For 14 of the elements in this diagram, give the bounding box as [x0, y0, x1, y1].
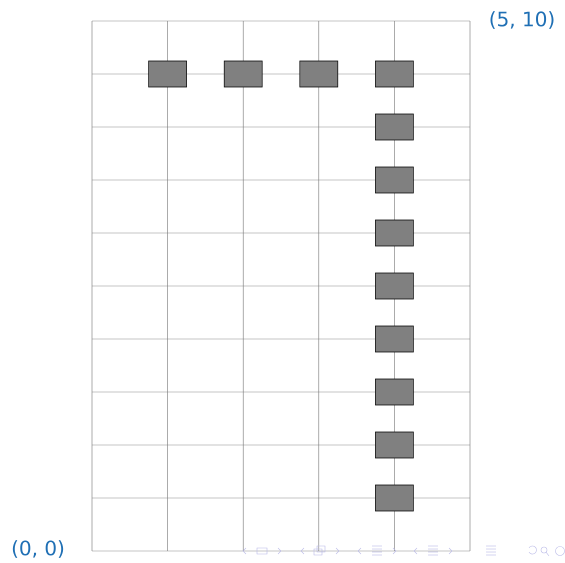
- grid-box: [375, 432, 414, 458]
- grid-box: [375, 114, 414, 140]
- grid-box: [375, 272, 414, 300]
- grid-box: [299, 60, 338, 88]
- grid-box: [375, 166, 414, 194]
- grid-box: [375, 220, 414, 246]
- grid-box: [224, 60, 263, 88]
- grid-box: [375, 378, 414, 406]
- coordinate-label: (5, 10): [490, 11, 554, 29]
- grid-box: [148, 60, 187, 88]
- grid-box: [375, 60, 414, 88]
- grid-box: [375, 326, 414, 352]
- grid-box: [375, 484, 414, 512]
- coordinate-label: (0, 0): [12, 540, 64, 558]
